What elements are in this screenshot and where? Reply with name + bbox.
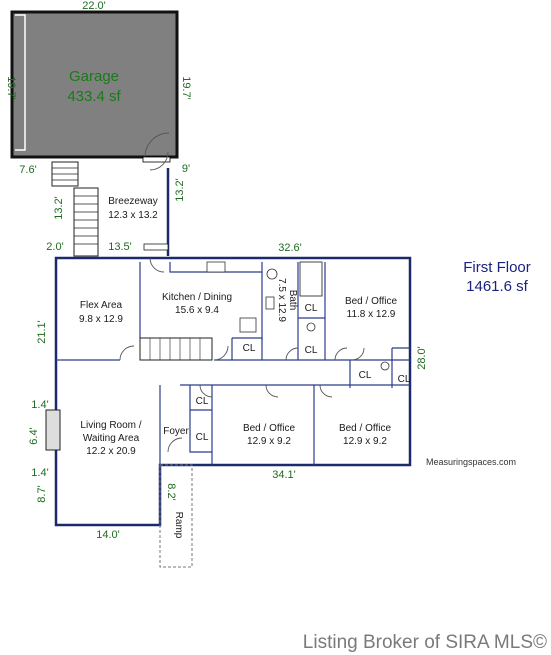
flex-name: Flex Area (80, 300, 123, 311)
bath-sink-icon (265, 296, 275, 310)
sink-icon (206, 261, 226, 273)
flex-size: 9.8 x 12.9 (79, 314, 123, 325)
dim-14-0: 14.0' (96, 529, 120, 541)
garage-steps (51, 161, 79, 187)
garage-dim-top: 22.0' (82, 0, 106, 12)
bed3-size: 12.9 x 9.2 (343, 436, 387, 447)
dim-9: 9' (182, 163, 190, 175)
dim-34-1: 34.1' (272, 469, 296, 481)
listing-broker-footer: Listing Broker of SIRA MLS© (302, 632, 547, 653)
garage-name: Garage (69, 68, 119, 85)
vanity-icon (306, 322, 316, 332)
dim-13-2-right: 13.2' (174, 178, 186, 202)
breezeway-door (149, 151, 169, 171)
dim-1-4-top: 1.4' (31, 399, 48, 411)
breezeway-stairs (73, 187, 99, 257)
living-name2: Waiting Area (83, 433, 140, 444)
bath-name: Bath (287, 290, 298, 311)
garage (10, 10, 179, 163)
bed3-name: Bed / Office (339, 423, 392, 434)
dim-8-2: 8.2' (165, 483, 177, 500)
kitchen-name: Kitchen / Dining (162, 292, 232, 303)
dim-7-6: 7.6' (19, 164, 36, 176)
living-size: 12.2 x 20.9 (86, 446, 136, 457)
dim-28-0: 28.0' (416, 346, 428, 370)
breezeway-size: 12.3 x 13.2 (108, 210, 158, 221)
toilet-icon (266, 268, 278, 280)
dim-13-2-left: 13.2' (53, 196, 65, 220)
bed2-name: Bed / Office (243, 423, 296, 434)
closet-label: CL (305, 303, 318, 314)
foyer-name: Foyer (163, 426, 189, 437)
closet-label: CL (398, 374, 411, 385)
bed2-size: 12.9 x 9.2 (247, 436, 291, 447)
closet-label: CL (196, 432, 209, 443)
interior-walls (56, 261, 410, 525)
door-swings (119, 257, 365, 453)
floor-summary: First Floor 1461.6 sf (452, 258, 542, 296)
bath-size: 7.5 x 12.9 (276, 278, 287, 322)
garage-area: 433.4 sf (67, 88, 121, 105)
living-name: Living Room / (80, 420, 141, 431)
measuring-credit: Measuringspaces.com (426, 457, 517, 467)
interior-stairs (139, 337, 213, 361)
dim-6-4: 6.4' (28, 427, 40, 444)
kitchen-size: 15.6 x 9.4 (175, 305, 219, 316)
dim-32-6: 32.6' (278, 242, 302, 254)
garage-dim-right: 19.7' (180, 76, 192, 100)
dim-13-5: 13.5' (108, 241, 132, 253)
laundry-sink-icon (380, 361, 390, 371)
dim-8-7: 8.7' (36, 485, 48, 502)
closet-label: CL (305, 345, 318, 356)
dim-1-4-bottom: 1.4' (31, 467, 48, 479)
garage-dim-left: 19.7' (5, 76, 17, 100)
closet-label: CL (243, 343, 256, 354)
floor-name: First Floor (463, 259, 531, 276)
bed1-size: 11.8 x 12.9 (347, 309, 396, 320)
floor-area: 1461.6 sf (466, 278, 528, 295)
ramp (159, 464, 193, 568)
appliance-icon (239, 317, 257, 333)
ramp-label: Ramp (173, 512, 184, 539)
fireplace-icon (45, 409, 61, 451)
dim-21-1: 21.1' (36, 320, 48, 344)
dim-2-0: 2.0' (46, 241, 63, 253)
breezeway-name: Breezeway (108, 196, 157, 207)
bed1-name: Bed / Office (345, 296, 398, 307)
closet-label: CL (359, 370, 372, 381)
closet-label: CL (196, 396, 209, 407)
